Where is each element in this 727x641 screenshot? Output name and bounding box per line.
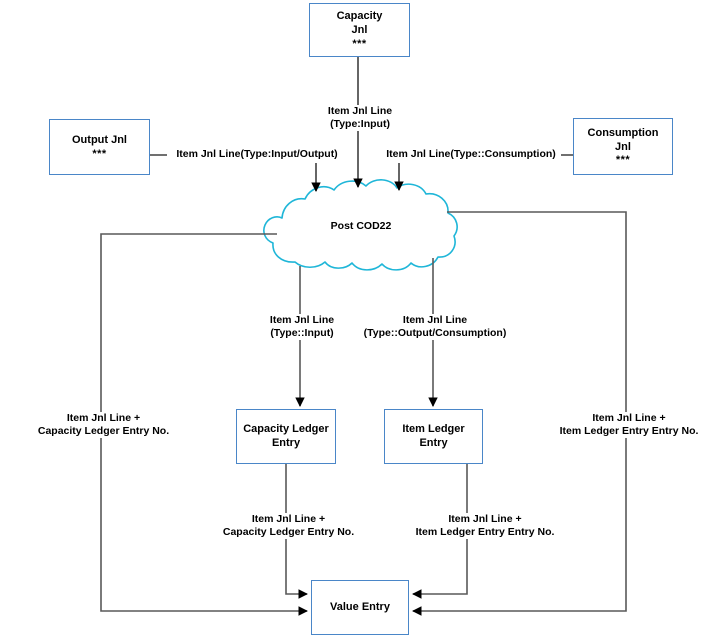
connector-cloud-right-to-value-entry xyxy=(412,211,627,616)
item-ledger-entry-node[interactable]: Item Ledger Entry xyxy=(384,409,483,464)
consumption-jnl-label-line2: Jnl xyxy=(615,140,631,153)
edge-label-input-output: Item Jnl Line(Type:Input/Output) xyxy=(167,148,347,162)
edge-label-item-value-line1: Item Jnl Line + xyxy=(448,513,522,525)
post-cod22-label: Post COD22 xyxy=(330,220,392,232)
edge-label-capacity-input-line2: (Type:Input) xyxy=(330,118,390,131)
edge-label-right-line2: Item Ledger Entry Entry No. xyxy=(559,425,699,438)
consumption-jnl-node[interactable]: Consumption Jnl *** xyxy=(573,118,673,175)
capacity-jnl-stars: *** xyxy=(352,37,367,50)
edge-label-cloud-input-line1: Item Jnl Line xyxy=(269,314,335,326)
output-jnl-node[interactable]: Output Jnl *** xyxy=(49,119,150,175)
edge-label-cloud-output-consumption-line1: Item Jnl Line xyxy=(402,314,468,326)
consumption-jnl-label-line1: Consumption xyxy=(587,126,659,139)
edge-label-cloud-output-consumption: Item Jnl Line (Type::Output/Consumption) xyxy=(352,314,518,341)
edge-label-left-line2: Capacity Ledger Entry No. xyxy=(37,425,170,438)
value-entry-node[interactable]: Value Entry xyxy=(311,580,409,635)
connector-capacity-ledger-entry-to-value-entry xyxy=(285,464,308,599)
edge-label-left-line1: Item Jnl Line + xyxy=(66,412,141,424)
edge-label-left-capacity-ledger-entry-no: Item Jnl Line + Capacity Ledger Entry No… xyxy=(21,412,186,439)
output-jnl-label-line1: Output Jnl xyxy=(72,134,127,147)
item-ledger-entry-label-line2: Entry xyxy=(419,436,448,449)
edge-label-right-line1: Item Jnl Line + xyxy=(592,412,666,424)
edge-label-consumption-line1: Item Jnl Line(Type::Consumption) xyxy=(386,148,556,160)
capacity-jnl-label-line2: Jnl xyxy=(351,24,368,36)
edge-label-cloud-input: Item Jnl Line (Type::Input) xyxy=(245,314,359,341)
value-entry-label-line1: Value Entry xyxy=(330,600,390,613)
output-jnl-stars: *** xyxy=(92,147,107,160)
edge-label-cap-value-line2: Capacity Ledger Entry No. xyxy=(222,526,355,539)
connector-item-ledger-entry-to-value-entry xyxy=(412,464,468,599)
edge-label-cloud-output-consumption-line2: (Type::Output/Consumption) xyxy=(363,327,507,340)
capacity-ledger-entry-label-line2: Entry xyxy=(271,436,301,449)
capacity-jnl-label-line1: Capacity xyxy=(336,10,383,23)
edge-label-right-item-ledger-entry-no: Item Jnl Line + Item Ledger Entry Entry … xyxy=(543,412,715,439)
edge-label-cap-value-line1: Item Jnl Line + xyxy=(251,513,326,525)
edge-label-cloud-input-line2: (Type::Input) xyxy=(270,327,334,340)
edge-label-consumption: Item Jnl Line(Type::Consumption) xyxy=(381,148,561,162)
edge-label-capacity-input: Item Jnl Line (Type:Input) xyxy=(303,105,417,132)
edge-label-item-value-line2: Item Ledger Entry Entry No. xyxy=(415,526,555,539)
edge-label-item-ledger-entry-no: Item Jnl Line + Item Ledger Entry Entry … xyxy=(399,513,571,540)
capacity-ledger-entry-node[interactable]: Capacity Ledger Entry xyxy=(236,409,336,464)
consumption-jnl-stars: *** xyxy=(615,154,631,167)
capacity-ledger-entry-label-line1: Capacity Ledger xyxy=(243,422,329,435)
edge-label-capacity-input-line1: Item Jnl Line xyxy=(327,105,393,117)
capacity-jnl-node[interactable]: Capacity Jnl *** xyxy=(309,3,410,57)
item-ledger-entry-label-line1: Item Ledger xyxy=(402,422,465,435)
edge-label-input-output-line1: Item Jnl Line(Type:Input/Output) xyxy=(176,148,338,160)
cloud-shape xyxy=(263,179,458,271)
edge-label-capacity-ledger-entry-no: Item Jnl Line + Capacity Ledger Entry No… xyxy=(206,513,371,540)
